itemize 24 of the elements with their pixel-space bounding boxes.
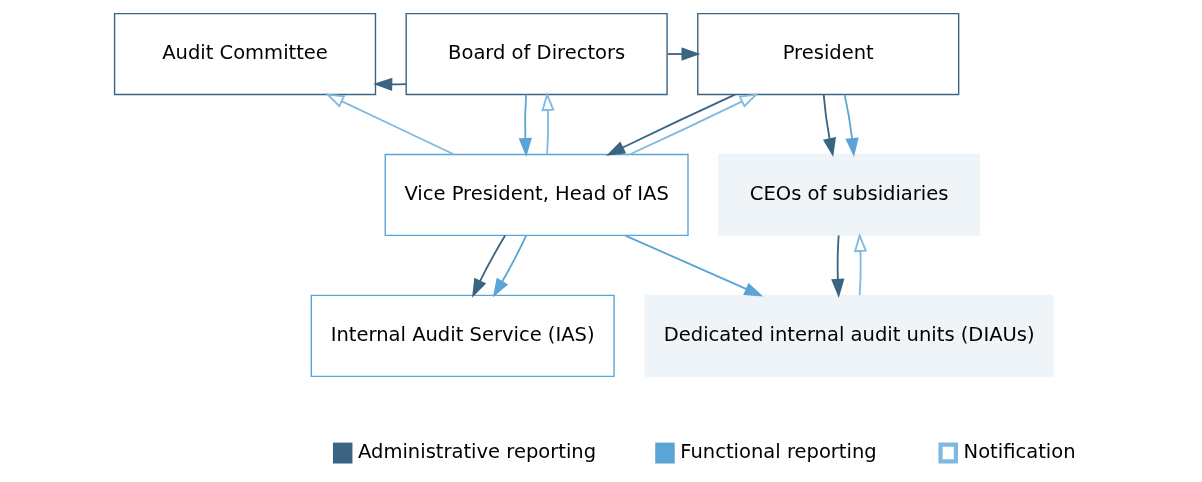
node-box: Internal Audit Service (IAS) xyxy=(310,294,615,378)
arrow xyxy=(628,93,758,156)
arrow xyxy=(666,47,700,61)
arrow xyxy=(822,93,836,157)
arrow xyxy=(471,234,506,298)
legend-label: Administrative reporting xyxy=(357,440,596,464)
legend-label: Functional reporting xyxy=(679,440,877,464)
arrow xyxy=(372,77,407,92)
node-box: Audit Committee xyxy=(113,12,376,96)
arrow xyxy=(492,234,527,298)
arrow xyxy=(605,93,736,156)
arrow xyxy=(518,93,532,157)
node-box: CEOs of subsidiaries xyxy=(717,153,980,237)
arrow xyxy=(843,93,859,157)
node-box: President xyxy=(696,12,959,96)
node-box: Vice President, Head of IAS xyxy=(384,153,689,237)
legend-label: Notification xyxy=(963,440,1076,464)
arrow xyxy=(324,93,455,156)
arrow xyxy=(540,91,555,156)
arrow xyxy=(853,232,867,297)
arrow xyxy=(623,234,763,297)
node-box: Board of Directors xyxy=(404,12,668,96)
arrow xyxy=(830,234,844,298)
node-box: Dedicated internal audit units (DIAUs) xyxy=(644,294,1054,378)
